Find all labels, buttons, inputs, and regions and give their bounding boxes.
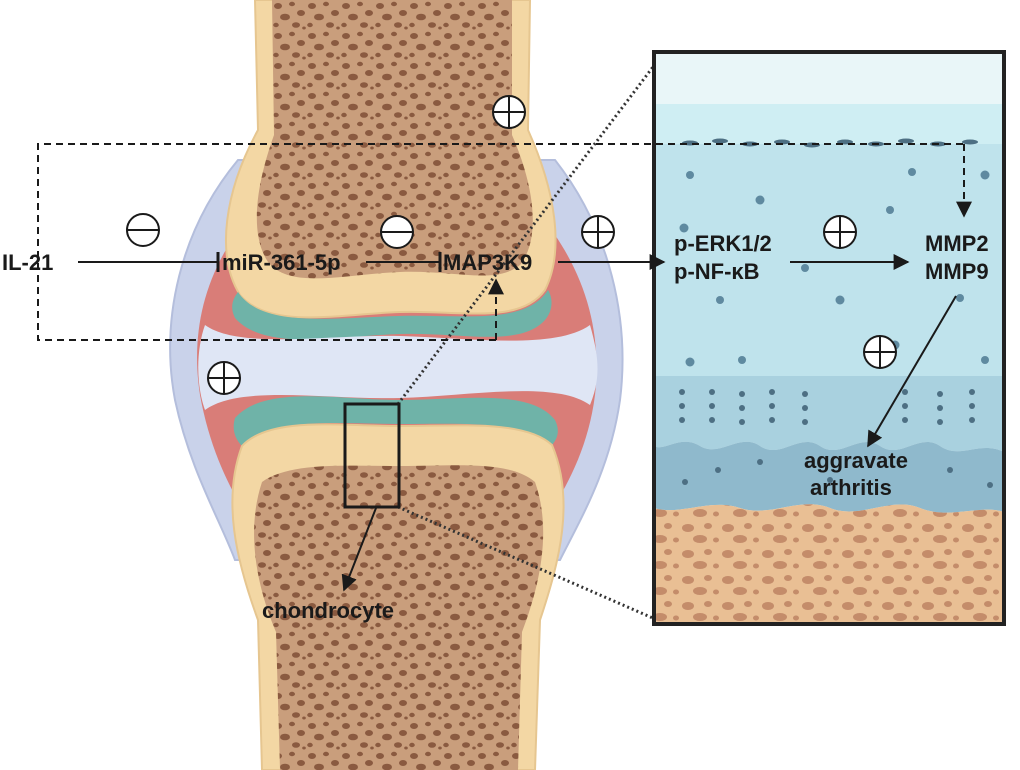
promote-symbol-mmp — [823, 215, 857, 249]
deep-column-cells — [679, 389, 993, 488]
label-map3k9: MAP3K9 — [443, 250, 532, 275]
inhibit-symbol-1 — [126, 213, 160, 247]
lower-cartilage — [233, 396, 558, 446]
zoom-deep-zone — [654, 376, 1004, 452]
label-mmp2: MMP2 — [925, 231, 989, 256]
pathway-lines — [78, 252, 957, 592]
promote-symbol-joint — [207, 361, 241, 395]
zoom-subchondral-bone — [654, 504, 1004, 624]
zoom-superficial-zone — [654, 104, 1004, 144]
label-mir-361-5p: miR-361-5p — [222, 250, 341, 275]
upper-bone-marrow — [256, 0, 533, 279]
promote-symbol-upper — [492, 95, 526, 129]
chondrocyte-selection-box — [343, 402, 401, 509]
upper-cartilage — [232, 290, 552, 340]
lower-bone-marrow — [254, 465, 544, 770]
inhibit-symbol-2 — [380, 215, 414, 249]
promote-symbol-map3k9 — [581, 215, 615, 249]
zoom-panel — [652, 50, 1006, 626]
box-to-chondrocyte — [341, 507, 377, 592]
label-p-erk: p-ERK1/2 — [674, 231, 772, 256]
label-il21: IL-21 — [2, 250, 53, 275]
label-arthritis: arthritis — [810, 475, 892, 500]
zoom-middle-zone — [654, 144, 1004, 376]
label-p-nfkb: p-NF-κB — [674, 259, 760, 284]
zoom-frame — [652, 50, 1006, 626]
mmp-to-arthritis — [867, 295, 957, 448]
joint-anatomy — [169, 0, 624, 770]
label-mmp9: MMP9 — [925, 259, 989, 284]
synovial-fluid — [198, 325, 598, 410]
label-chondrocyte: chondrocyte — [262, 598, 394, 623]
feedback-loop — [37, 143, 972, 341]
promote-symbol-arthritis — [863, 335, 897, 369]
label-aggravate: aggravate — [804, 448, 908, 473]
feedback-loop-frame — [37, 143, 964, 341]
